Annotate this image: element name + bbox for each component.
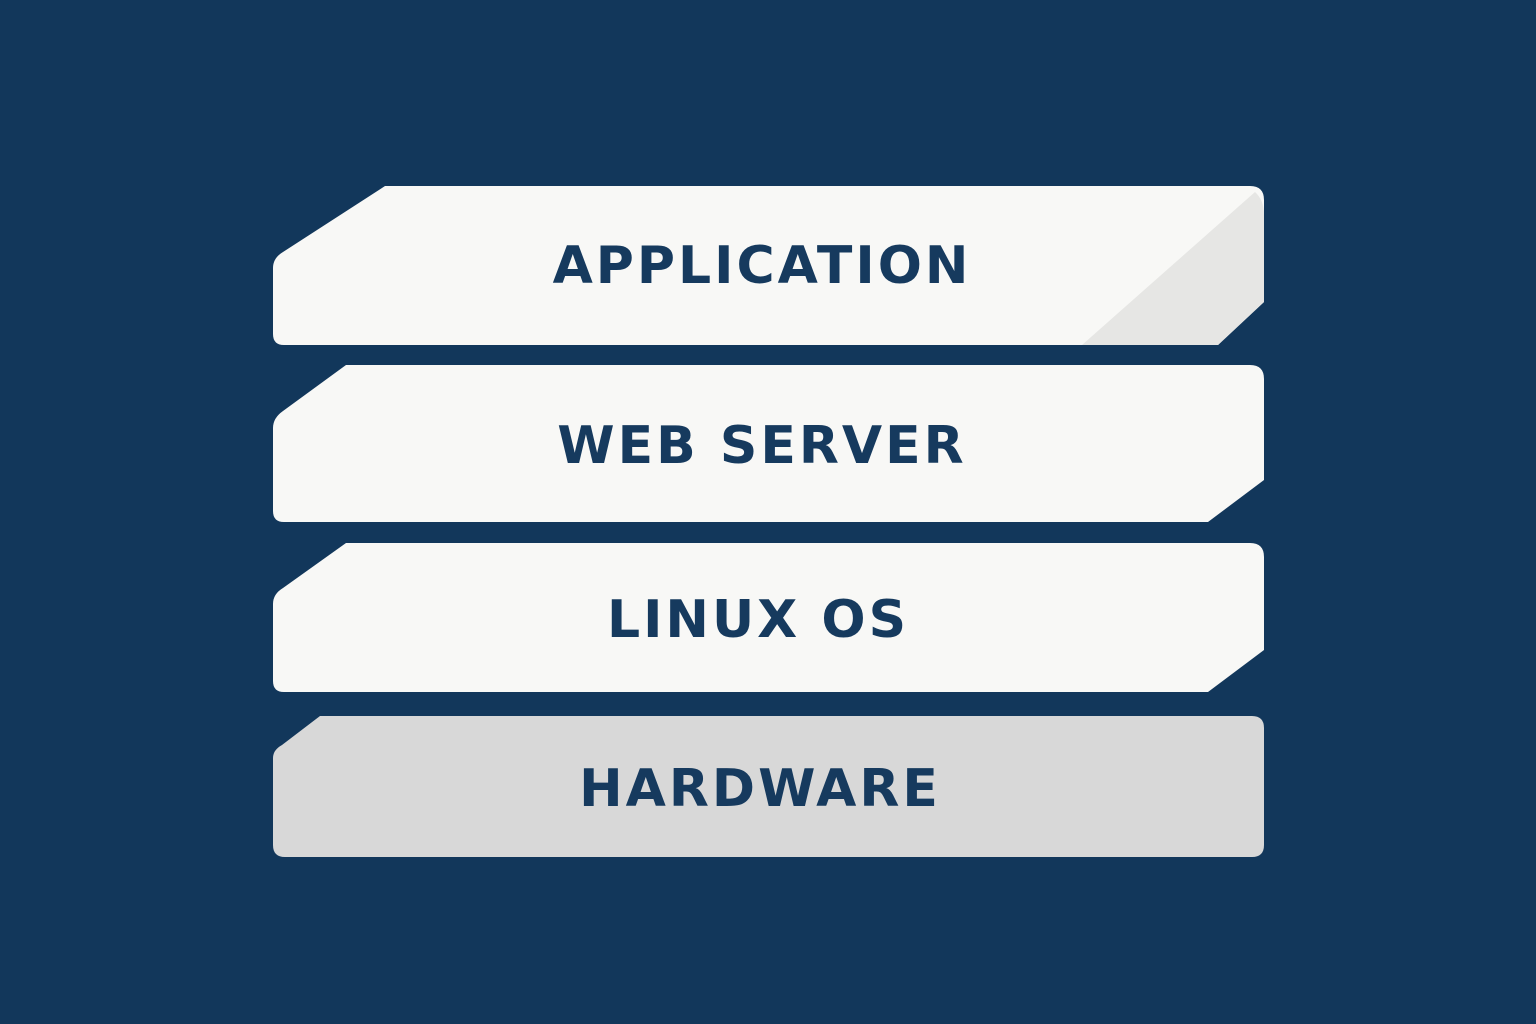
- layer-linux-os: LINUX OS: [273, 543, 1264, 692]
- layer-hardware-label: HARDWARE: [579, 759, 941, 819]
- layer-web-server-label: WEB SERVER: [557, 416, 966, 476]
- layer-hardware-shape: [273, 716, 1264, 857]
- layer-web-server-shape: [273, 365, 1264, 522]
- layer-hardware: HARDWARE: [273, 716, 1264, 857]
- layer-application: APPLICATION: [273, 186, 1264, 345]
- layer-linux-os-label: LINUX OS: [607, 590, 909, 650]
- layer-linux-os-shape: [273, 543, 1264, 692]
- layer-application-shape: [273, 186, 1264, 345]
- layer-web-server: WEB SERVER: [273, 365, 1264, 522]
- layer-application-shade: [1082, 192, 1264, 345]
- layer-application-label: APPLICATION: [553, 236, 972, 296]
